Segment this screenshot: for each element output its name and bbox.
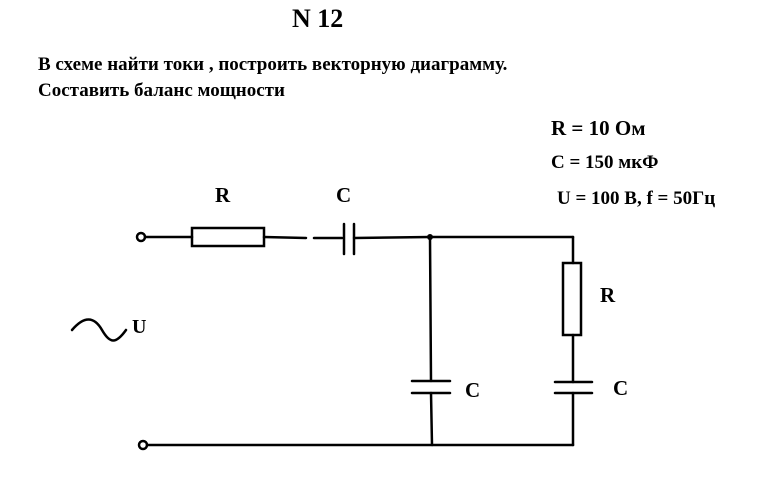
label-capacitor-c3: C bbox=[613, 376, 629, 400]
wire-c2-to-bottom bbox=[429, 391, 434, 447]
resistor-r2 bbox=[561, 261, 583, 337]
task-statement-line-1: В схеме найти токи , построить векторную… bbox=[38, 54, 508, 75]
label-resistor-r2: R bbox=[600, 283, 616, 307]
label-resistor-r1: R bbox=[215, 183, 231, 207]
parameter-voltage-frequency: U = 100 В, f = 50Гц bbox=[557, 188, 716, 209]
parameter-resistance: R = 10 Ом bbox=[551, 116, 646, 140]
task-statement-line-2: Составить баланс мощности bbox=[38, 80, 285, 101]
wire-r1-to-c1 bbox=[262, 235, 308, 240]
ac-source-icon bbox=[70, 318, 128, 342]
parameter-capacitance: C = 150 мкФ bbox=[551, 152, 659, 173]
wire-c1-to-node bbox=[352, 235, 432, 240]
problem-number: N 12 bbox=[292, 4, 344, 33]
resistor-r1 bbox=[190, 226, 266, 248]
junction-node bbox=[427, 234, 433, 240]
label-source-voltage: U bbox=[132, 316, 147, 338]
wire-node-to-c2 bbox=[428, 235, 433, 383]
label-capacitor-c1: C bbox=[336, 183, 352, 207]
label-capacitor-c2: C bbox=[465, 378, 481, 402]
